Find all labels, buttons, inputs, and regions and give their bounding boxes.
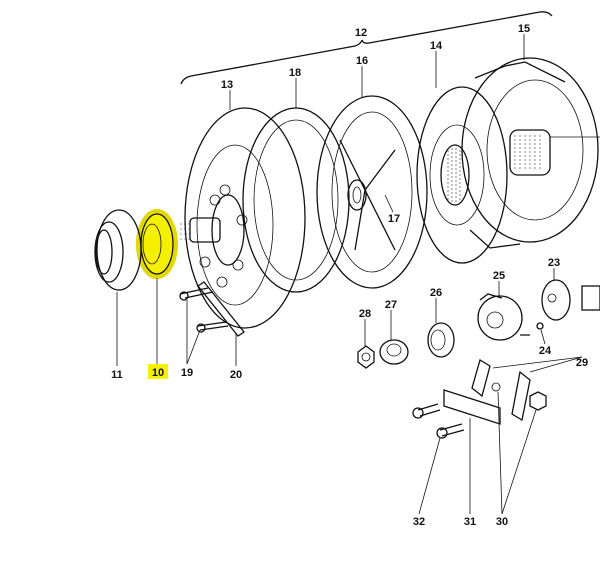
label-20: 20 [230,369,242,381]
label-23: 23 [548,257,560,269]
part-19-bolts[interactable] [179,287,229,333]
label-18: 18 [289,67,301,79]
label-26: 26 [430,287,442,299]
part-18-friction-ring[interactable] [242,107,350,293]
label-17: 17 [388,213,400,225]
part-26-bearing[interactable] [427,322,455,358]
part-27-cap[interactable] [379,339,409,365]
part-32-bolts[interactable] [412,403,465,439]
part-24-pin[interactable] [536,322,544,330]
label-14: 14 [430,40,443,52]
part-25-release-bearing[interactable] [477,293,530,341]
label-16: 16 [356,55,368,67]
label-24: 24 [539,345,552,357]
part-23-disc[interactable] [541,279,600,321]
part-20-lock-plate[interactable] [197,281,245,337]
group-bracket [180,11,553,85]
part-29-brackets[interactable] [471,359,547,422]
part-16-pressure-plate[interactable] [316,95,428,289]
label-10: 10 [152,367,164,379]
part-13-flywheel[interactable] [180,107,306,329]
label-27: 27 [385,299,397,311]
label-28: 28 [359,308,371,320]
part-11-bearing-ring[interactable] [94,209,142,291]
label-19: 19 [181,367,193,379]
part-31-plate[interactable] [443,389,501,425]
part-28-nut[interactable] [357,345,375,369]
label-12: 12 [355,27,367,39]
label-30: 30 [496,516,508,528]
label-15: 15 [518,23,530,35]
part-15-pressure-plate[interactable] [461,57,600,249]
part-10-seal-highlighted[interactable] [136,209,178,279]
label-31: 31 [464,516,476,528]
label-29: 29 [576,357,588,369]
label-10-highlight [148,364,168,379]
label-32: 32 [413,516,425,528]
label-11: 11 [111,369,123,381]
label-25: 25 [493,270,505,282]
label-13: 13 [221,79,233,91]
leader-lines [116,34,583,515]
part-14-clutch-disc[interactable] [416,86,508,264]
